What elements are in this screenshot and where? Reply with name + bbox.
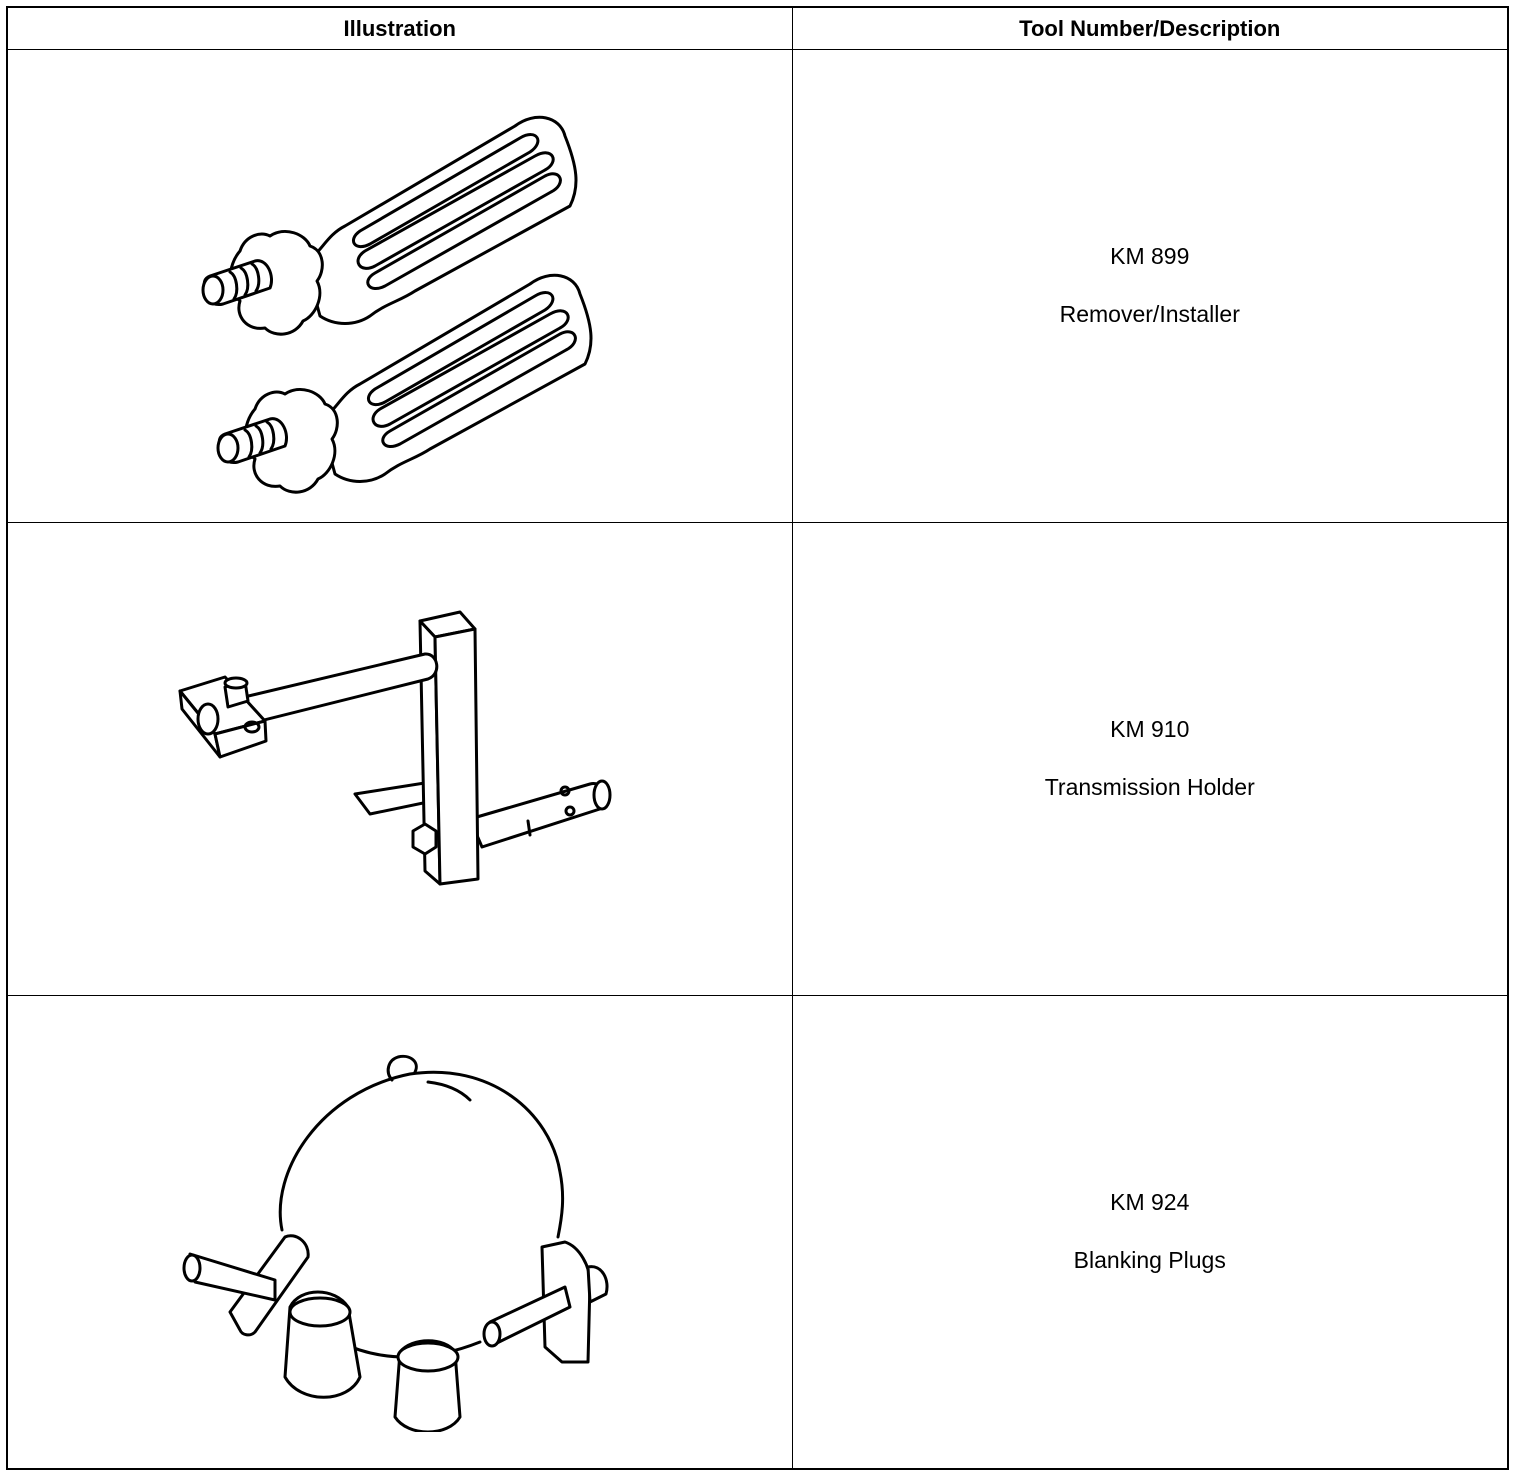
- tool-description: Remover/Installer: [1059, 301, 1240, 327]
- tool-number: KM 924: [1110, 1189, 1190, 1216]
- illustration-cell: [6, 995, 793, 1469]
- header-tool-number-description: Tool Number/Description: [791, 6, 1509, 50]
- blanking-plugs-ring-icon: [182, 1054, 609, 1432]
- tool-description-cell: KM 910 Transmission Holder: [791, 522, 1509, 996]
- illustration-cell: [6, 49, 793, 523]
- transmission-holder-icon: [178, 610, 612, 886]
- table-row: KM 910 Transmission Holder: [6, 522, 1509, 996]
- table-row: KM 899 Remover/Installer: [6, 49, 1509, 523]
- header-row: Illustration Tool Number/Description: [6, 6, 1509, 50]
- tool-number: KM 899: [1110, 243, 1190, 270]
- table-row: KM 924 Blanking Plugs: [6, 995, 1509, 1469]
- tool-number: KM 910: [1110, 716, 1190, 743]
- tool-description: Transmission Holder: [1044, 774, 1255, 800]
- tool-description: Blanking Plugs: [1073, 1246, 1226, 1273]
- screwdriver-pair-icon: [201, 115, 593, 494]
- illustration-cell: [6, 522, 793, 996]
- special-tools-table: Illustration Tool Number/Description: [6, 6, 1509, 1470]
- screwdriver-icon: [201, 115, 578, 336]
- header-illustration: Illustration: [6, 6, 793, 50]
- tool-description-cell: KM 899 Remover/Installer: [791, 49, 1509, 523]
- tool-description-cell: KM 924 Blanking Plugs: [791, 995, 1509, 1469]
